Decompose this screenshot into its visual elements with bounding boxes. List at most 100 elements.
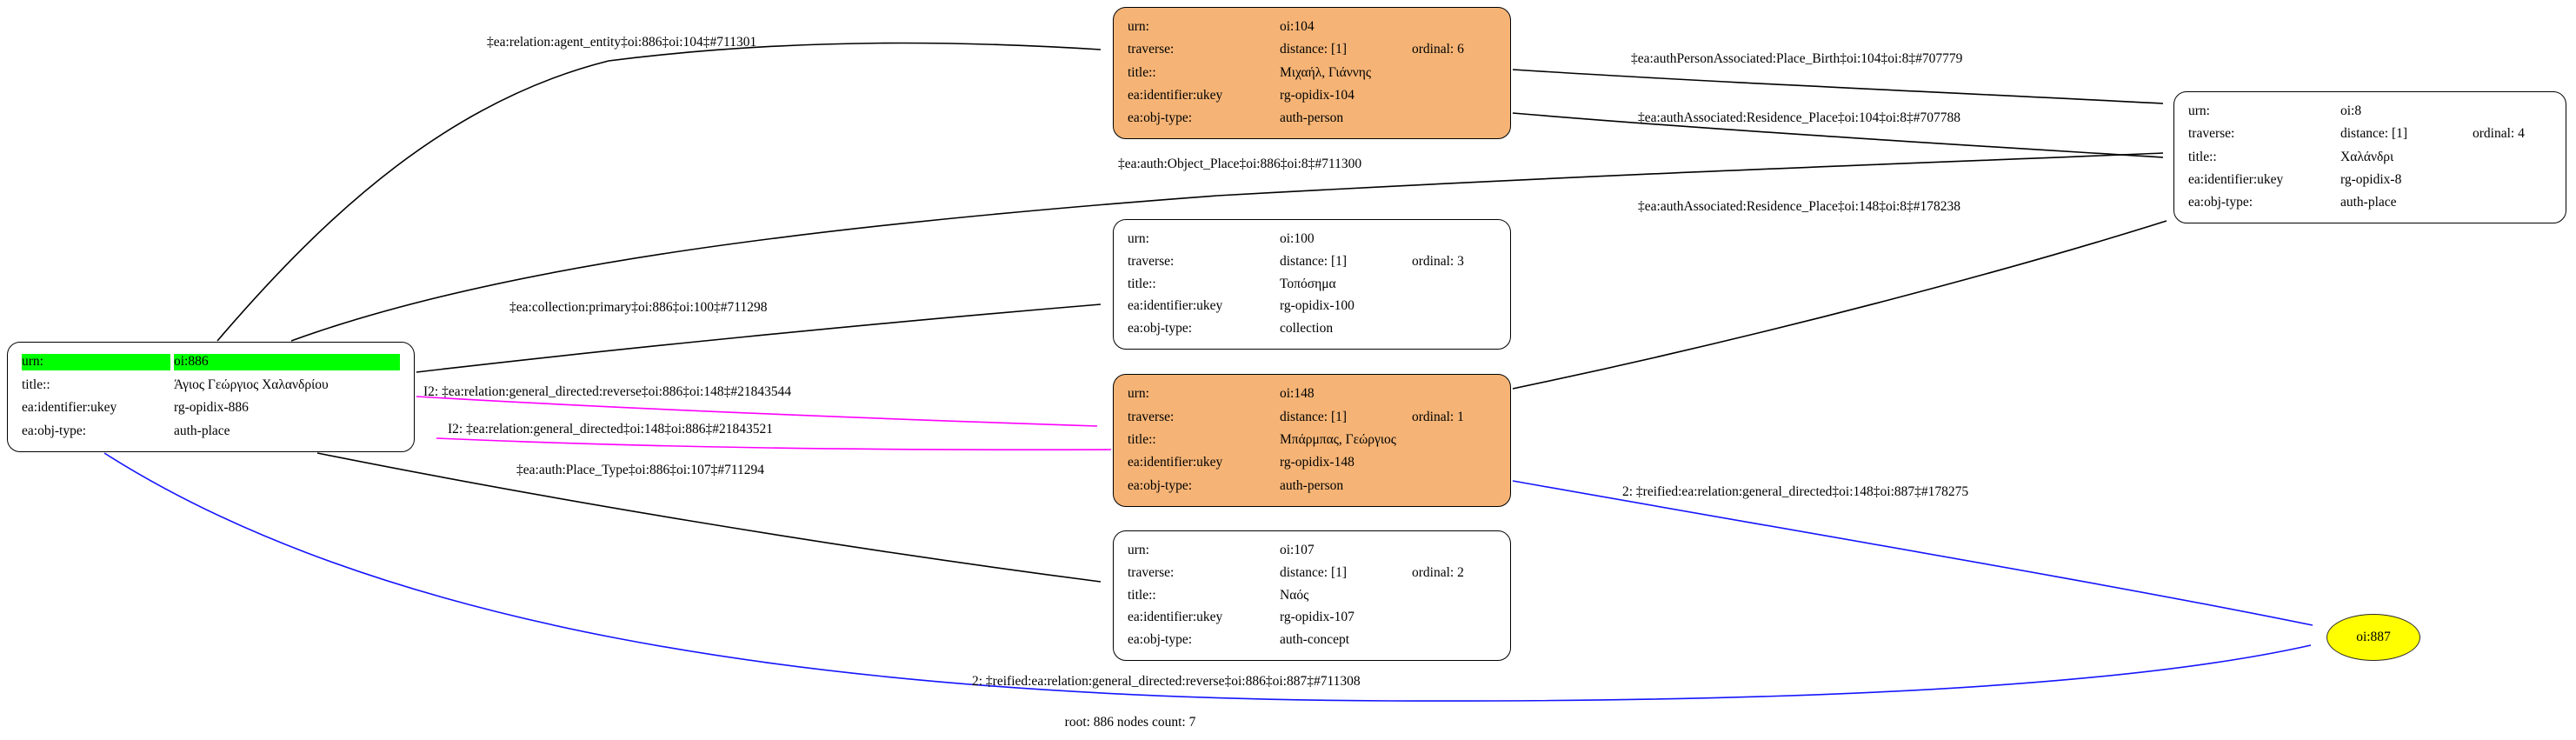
field-urn: urn: oi:148 [1114,386,1510,403]
field-key: ea:identifier:ukey [1128,298,1223,314]
field-key: ea:obj-type: [22,423,87,438]
edge-place-type [316,452,1102,583]
field-key: title:: [22,377,50,392]
edge-label-general-directed: I2: ‡ea:relation:general_directed‡oi:148… [448,422,774,437]
edge-label-object-place: ‡ea:auth:Object_Place‡oi:886‡oi:8‡#71130… [1118,157,1362,171]
field-ukey: ea:identifier:ukey rg-opidix-886 [8,400,414,417]
edge-label-place-birth: ‡ea:authPersonAssociated:Place_Birth‡oi:… [1631,51,1963,66]
field-key: ea:identifier:ukey [1128,455,1223,470]
field-objtype: ea:obj-type: auth-concept [1114,632,1510,649]
edge-residence-148 [1512,220,2167,390]
field-key: urn: [1128,542,1149,557]
field-key: title:: [1128,64,1156,80]
edge-label-residence-104: ‡ea:authAssociated:Residence_Place‡oi:10… [1638,110,1961,125]
edge-label-place-type: ‡ea:auth:Place_Type‡oi:886‡oi:107‡#71129… [516,463,765,477]
field-key: ea:identifier:ukey [1128,610,1223,625]
field-objtype: ea:obj-type: auth-place [8,423,414,440]
field-urn: urn: oi:886 [8,354,414,371]
edge-general-directed [436,437,1112,450]
field-key: ea:obj-type: [1128,477,1193,493]
field-title: title:: Άγιος Γεώργιος Χαλανδρίου [8,377,414,394]
field-key: ea:obj-type: [1128,632,1193,648]
field-key: ea:obj-type: [1128,110,1193,125]
field-value: rg-opidix-104 [1280,87,1355,103]
field-value: Χαλάνδρι [2340,149,2394,164]
field-ukey: ea:identifier:ukey rg-opidix-8 [2174,172,2566,189]
field-objtype: ea:obj-type: auth-place [2174,195,2566,211]
edge-residence-104 [1512,112,2164,158]
node-oi-8[interactable]: urn: oi:8 traverse: distance: [1] ordina… [2173,91,2566,223]
field-distance: distance: [1] [2340,126,2408,142]
node-oi-886[interactable]: urn: oi:886 title:: Άγιος Γεώργιος Χαλαν… [7,342,415,452]
field-traverse: traverse: distance: [1] ordinal: 3 [1114,254,1510,270]
edge-label-general-directed-reverse: I2: ‡ea:relation:general_directed:revers… [423,384,792,399]
field-value: Ναός [1280,587,1309,603]
field-key: ea:obj-type: [2188,194,2253,210]
field-distance: distance: [1] [1280,409,1348,424]
field-traverse: traverse: distance: [1] ordinal: 6 [1114,42,1510,58]
field-traverse: traverse: distance: [1] ordinal: 2 [1114,565,1510,582]
edge-agent-entity [216,42,1102,342]
field-traverse: traverse: distance: [1] ordinal: 1 [1114,410,1510,426]
edge-object-place [290,152,2164,342]
field-key: title:: [2188,149,2217,164]
field-ordinal: ordinal: 6 [1412,42,1464,57]
field-value: rg-opidix-886 [174,400,249,416]
field-value: Άγιος Γεώργιος Χαλανδρίου [174,377,329,392]
field-value: oi:886 [174,354,400,371]
node-oi-107[interactable]: urn: oi:107 traverse: distance: [1] ordi… [1113,530,1511,661]
field-title: title:: Τοπόσημα [1114,277,1510,293]
field-value: auth-concept [1280,632,1350,648]
field-value: Μιχαήλ, Γιάννης [1280,64,1371,80]
field-key: traverse: [1128,564,1175,580]
field-key: title:: [1128,432,1156,448]
field-key: urn: [1128,230,1149,246]
field-value: rg-opidix-100 [1280,298,1355,314]
field-key: urn: [2188,103,2210,119]
field-title: title:: Χαλάνδρι [2174,150,2566,166]
edge-label-reified-directed: 2: ‡reified:ea:relation:general_directed… [1622,484,1969,499]
edge-reified-reverse [103,452,2312,702]
field-value: oi:100 [1280,230,1315,246]
field-key: traverse: [2188,126,2235,142]
field-key: urn: [1128,386,1149,402]
field-value: auth-person [1280,110,1344,125]
field-ukey: ea:identifier:ukey rg-opidix-104 [1114,88,1510,104]
node-oi-148[interactable]: urn: oi:148 traverse: distance: [1] ordi… [1113,374,1511,507]
field-title: title:: Μπάρμπας, Γεώργιος [1114,432,1510,449]
field-ukey: ea:identifier:ukey rg-opidix-100 [1114,298,1510,315]
field-value: collection [1280,321,1334,337]
field-ukey: ea:identifier:ukey rg-opidix-107 [1114,610,1510,626]
node-oi-104[interactable]: urn: oi:104 traverse: distance: [1] ordi… [1113,7,1511,139]
field-ordinal: ordinal: 2 [1412,564,1464,580]
node-oi-100[interactable]: urn: oi:100 traverse: distance: [1] ordi… [1113,219,1511,350]
field-key: traverse: [1128,42,1175,57]
edge-label-agent-entity: ‡ea:relation:agent_entity‡oi:886‡oi:104‡… [487,35,757,50]
field-title: title:: Μιχαήλ, Γιάννης [1114,65,1510,82]
field-distance: distance: [1] [1280,42,1348,57]
graph-footer-label: root: 886 nodes count: 7 [1064,715,1196,730]
field-value: Μπάρμπας, Γεώργιος [1280,432,1396,448]
field-value: oi:107 [1280,542,1315,557]
field-ordinal: ordinal: 1 [1412,409,1464,424]
field-objtype: ea:obj-type: auth-person [1114,478,1510,495]
field-value: rg-opidix-107 [1280,610,1355,625]
edge-place-birth [1512,69,2164,104]
field-value: rg-opidix-148 [1280,455,1355,470]
field-key: ea:identifier:ukey [2188,171,2284,187]
edge-reified-directed [1512,480,2313,626]
field-key: ea:identifier:ukey [1128,87,1223,103]
field-value: oi:148 [1280,386,1315,402]
node-oi-887[interactable]: oi:887 [2326,614,2420,661]
field-key: traverse: [1128,409,1175,424]
field-value: auth-place [2340,194,2397,210]
field-traverse: traverse: distance: [1] ordinal: 4 [2174,126,2566,143]
field-key: title:: [1128,276,1156,291]
field-key: ea:obj-type: [1128,321,1193,337]
edge-general-directed-reverse [416,396,1098,427]
edge-label-reified-reverse: 2: ‡reified:ea:relation:general_directed… [972,674,1361,689]
field-urn: urn: oi:8 [2174,103,2566,120]
node-label: oi:887 [2356,630,2391,644]
